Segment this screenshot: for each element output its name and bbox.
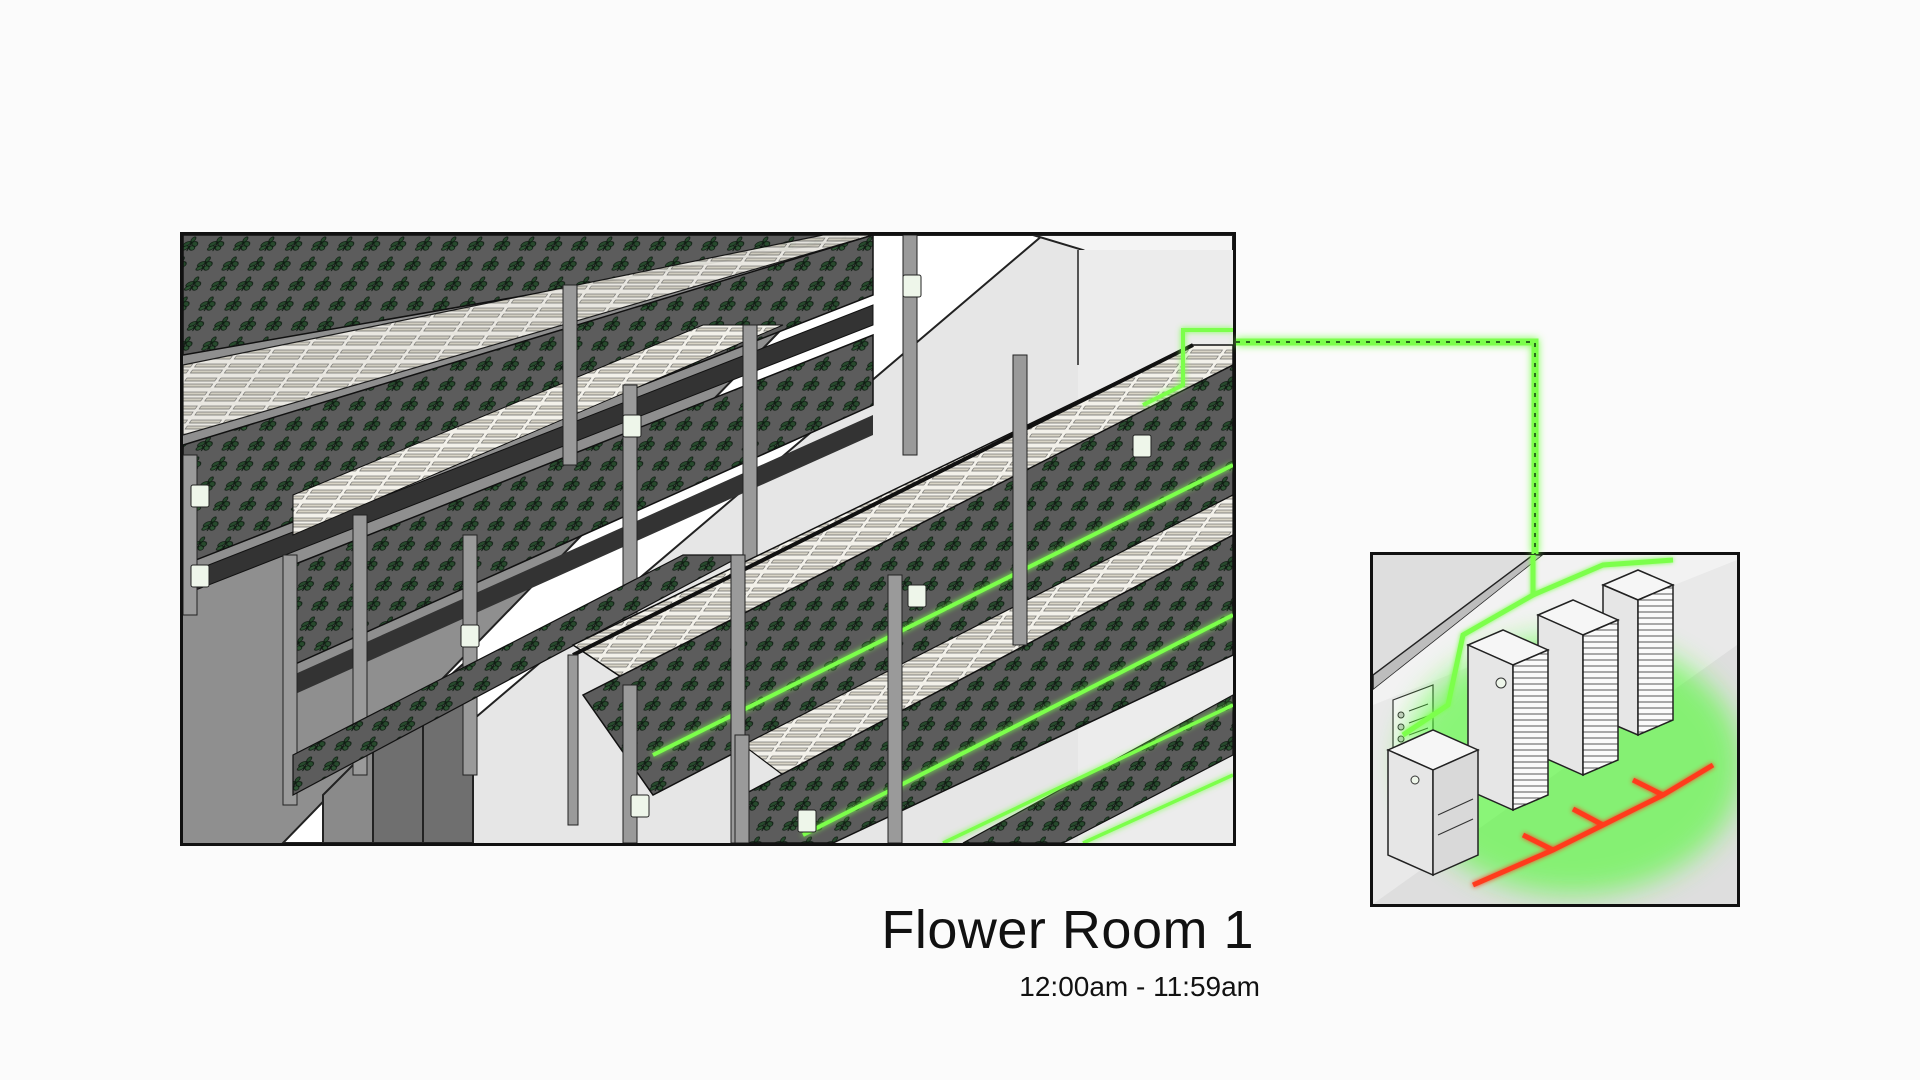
grow-room-illustration (180, 232, 1236, 846)
grow-room-svg (183, 235, 1233, 843)
room-title: Flower Room 1 (881, 900, 1254, 960)
equipment-room-svg (1373, 555, 1737, 904)
room-caption: Flower Room 1 12:00am - 11:59am (881, 900, 1254, 1004)
room-schedule: 12:00am - 11:59am (881, 970, 1260, 1004)
equipment-room-illustration (1370, 552, 1740, 907)
